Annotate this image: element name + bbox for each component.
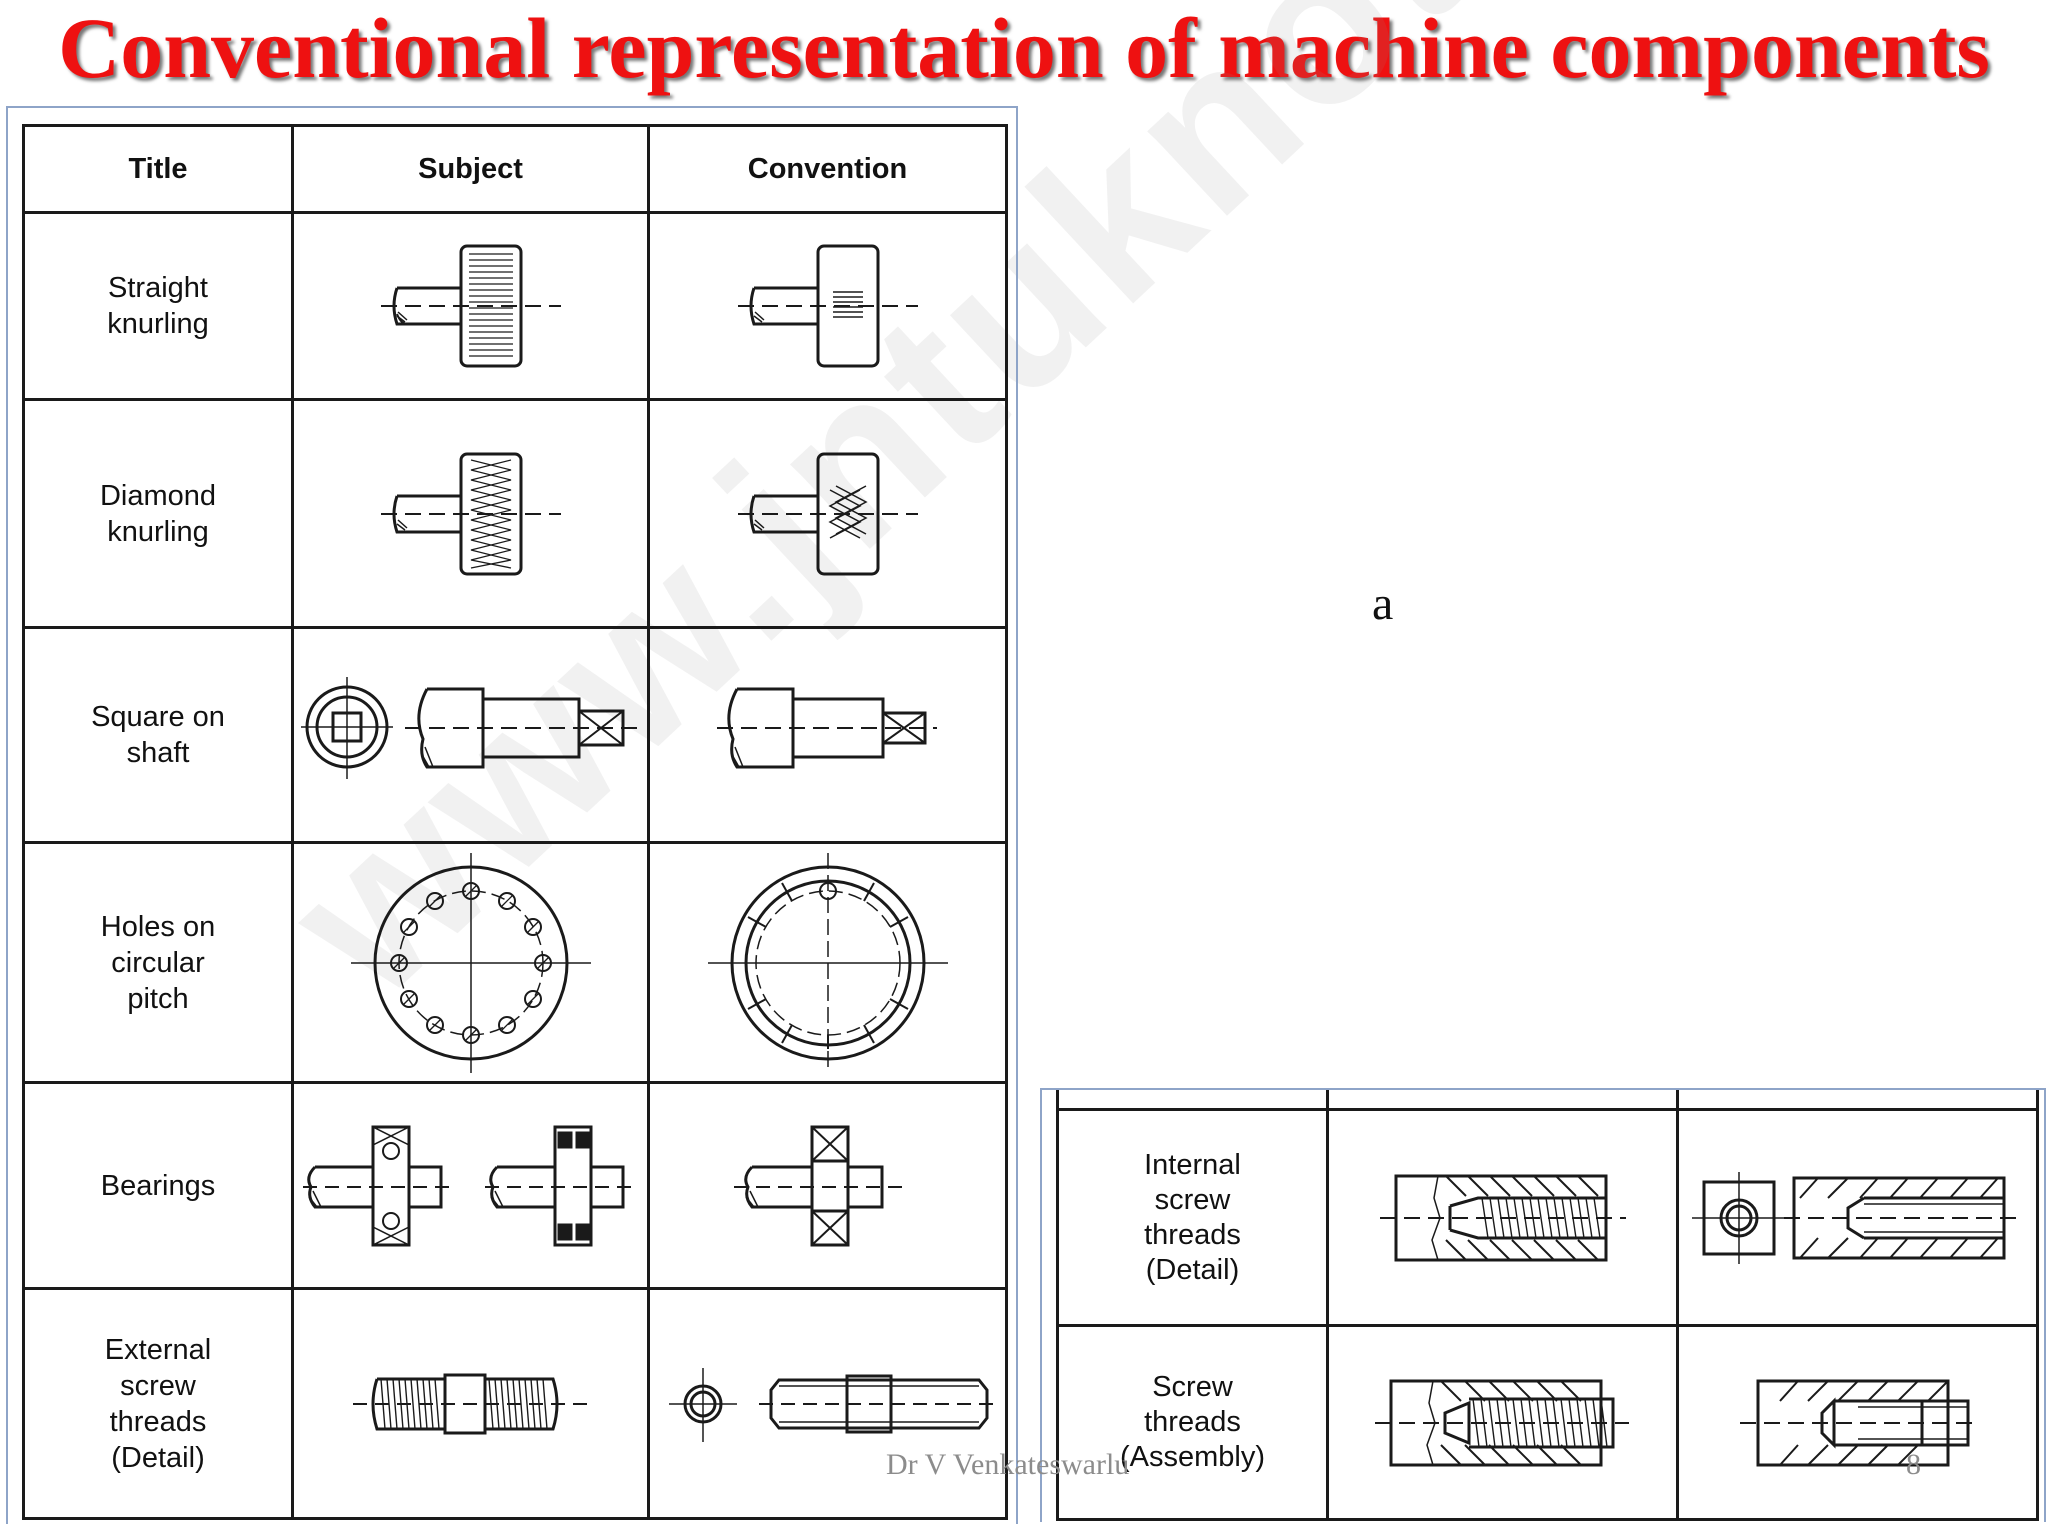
table-row: Bearings: [22, 1081, 1008, 1290]
diamond-knurling-subject-drawing: [291, 398, 650, 629]
table-stub-row: [1056, 1090, 2039, 1111]
threads-table: Internal screw threads (Detail): [1056, 1090, 2039, 1521]
bearings-convention-drawing: [647, 1081, 1008, 1290]
left-table-frame: [6, 106, 1018, 1524]
conventions-table: Title Subject Convention Straight knurli…: [22, 124, 1008, 1520]
header-convention: Convention: [647, 124, 1008, 214]
table-row: Diamond knurling: [22, 398, 1008, 629]
table-row: External screw threads (Detail): [22, 1287, 1008, 1520]
table-header-row: Title Subject Convention: [22, 124, 1008, 214]
table-row: Internal screw threads (Detail): [1056, 1108, 2039, 1327]
row-title-straight-knurling: Straight knurling: [22, 211, 294, 401]
page-number: 8: [1906, 1448, 1921, 1481]
table-row: Screw threads (Assembly): [1056, 1324, 2039, 1521]
row-title-external-screw-threads: External screw threads (Detail): [22, 1287, 294, 1520]
internal-threads-subject-drawing: [1326, 1108, 1679, 1327]
row-title-internal-screw-threads: Internal screw threads (Detail): [1056, 1108, 1329, 1327]
bearings-subject-drawing: [291, 1081, 650, 1290]
straight-knurling-convention-drawing: [647, 211, 1008, 401]
row-title-bearings: Bearings: [22, 1081, 294, 1290]
row-title-square-on-shaft: Square on shaft: [22, 626, 294, 844]
square-on-shaft-convention-drawing: [647, 626, 1008, 844]
stray-label: a: [1372, 577, 1394, 630]
row-title-diamond-knurling: Diamond knurling: [22, 398, 294, 629]
footer-author: Dr V Venkateswarlu: [886, 1448, 1130, 1481]
square-on-shaft-subject-drawing: [291, 626, 650, 844]
header-title: Title: [22, 124, 294, 214]
slide-title: Conventional representation of machine c…: [58, 0, 1990, 96]
external-threads-convention-drawing: [647, 1287, 1008, 1520]
threads-assembly-convention-drawing: [1676, 1324, 2039, 1521]
internal-threads-convention-drawing: [1676, 1108, 2039, 1327]
straight-knurling-subject-drawing: [291, 211, 650, 401]
holes-circular-pitch-convention-drawing: [647, 841, 1008, 1084]
table-row: Straight knurling: [22, 211, 1008, 401]
row-title-holes-on-circular-pitch: Holes on circular pitch: [22, 841, 294, 1084]
table-row: Square on shaft: [22, 626, 1008, 844]
holes-circular-pitch-subject-drawing: [291, 841, 650, 1084]
right-table-frame: [1040, 1088, 2046, 1522]
external-threads-subject-drawing: [291, 1287, 650, 1520]
header-subject: Subject: [291, 124, 650, 214]
table-row: Holes on circular pitch: [22, 841, 1008, 1084]
diamond-knurling-convention-drawing: [647, 398, 1008, 629]
threads-assembly-subject-drawing: [1326, 1324, 1679, 1521]
row-title-screw-threads-assembly: Screw threads (Assembly): [1056, 1324, 1329, 1521]
